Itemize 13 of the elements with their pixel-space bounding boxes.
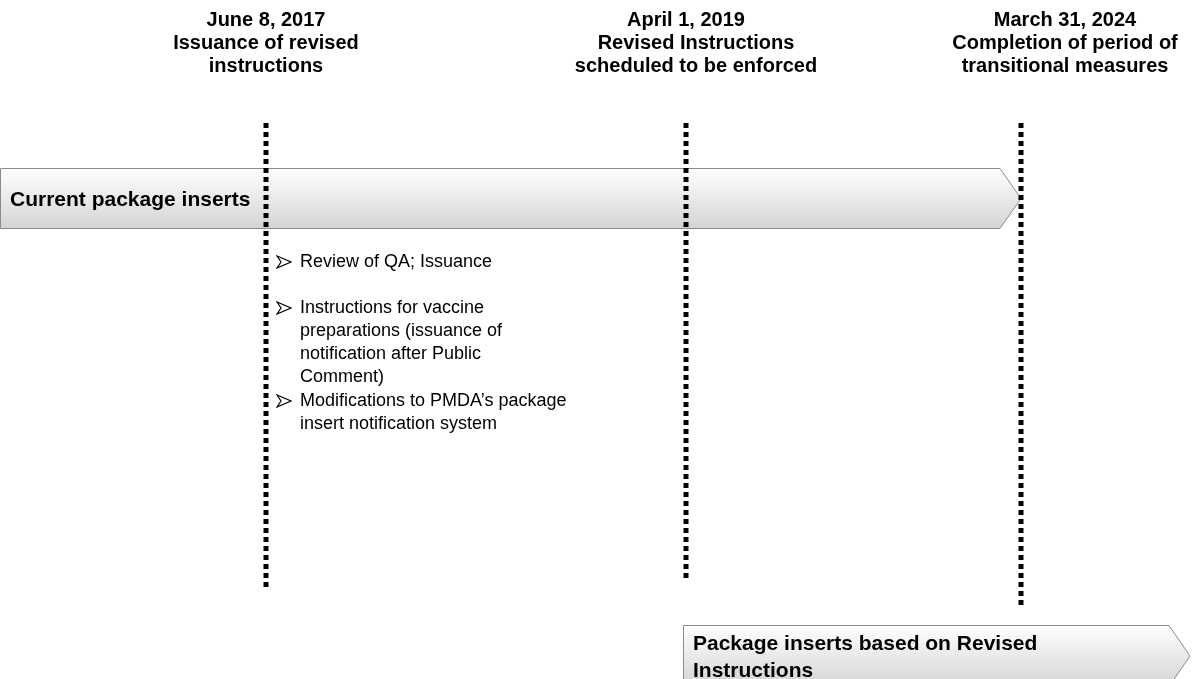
milestone-heading: Issuance of revised instructions — [172, 31, 360, 77]
milestone-heading: Completion of period of transitional measures — [951, 31, 1179, 77]
arrow-band — [0, 168, 1022, 229]
bullet-text: Modifications to PMDA’s package insert notification system — [300, 389, 568, 435]
bullet-text: Review of QA; Issuance — [300, 250, 494, 273]
arrow-band — [683, 625, 1191, 679]
date-heading: March 31, 2024 — [992, 8, 1138, 31]
date-heading: June 8, 2017 — [205, 8, 327, 31]
band-label: Package inserts based on Revised Instructions — [693, 630, 1039, 679]
bullet-text: Instructions for vaccine preparations (issuance of notification after Public Comment) — [300, 296, 504, 388]
milestone-heading: Revised Instructions scheduled to be enforced — [573, 31, 819, 77]
date-heading: April 1, 2019 — [626, 8, 746, 31]
band-label: Current package inserts — [10, 186, 251, 212]
